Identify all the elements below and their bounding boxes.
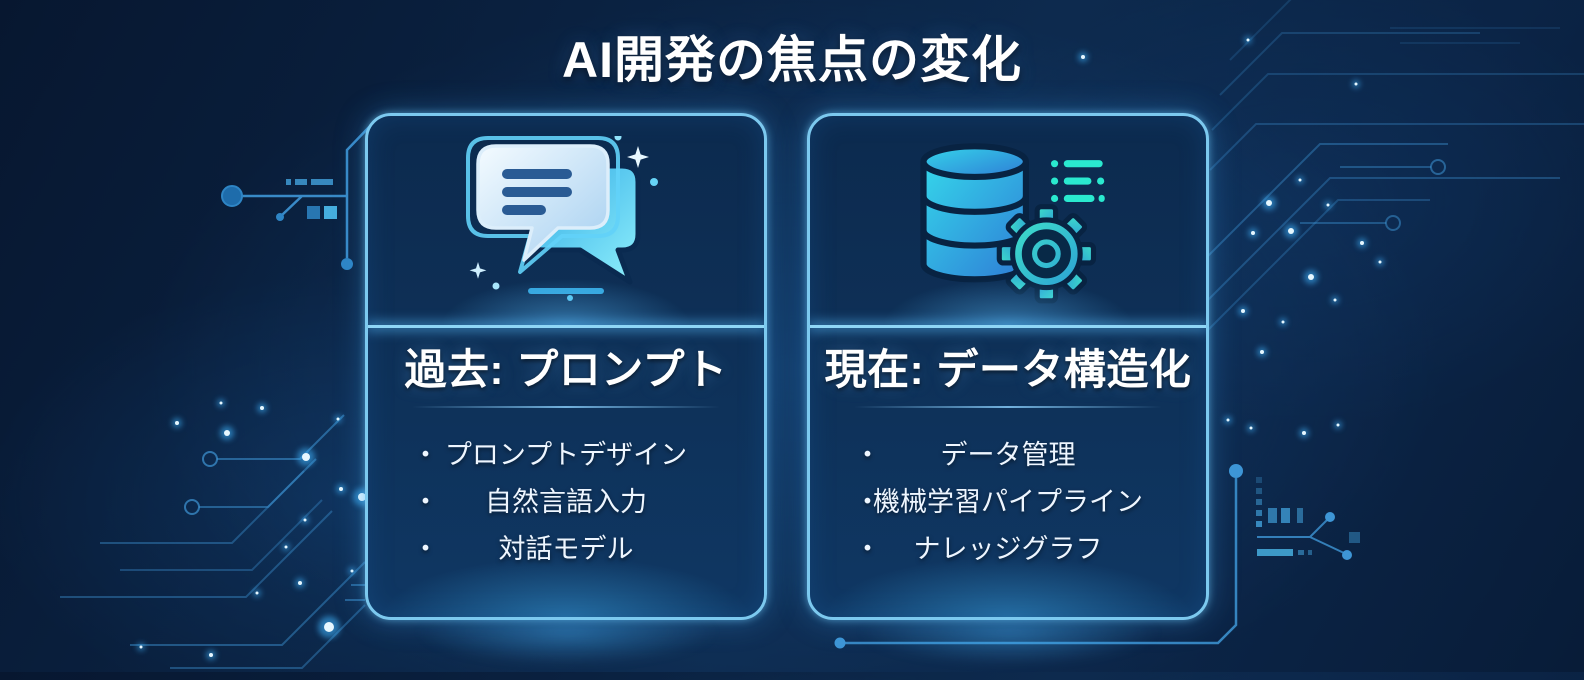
card-present: 現在: データ構造化 ・ データ管理 ・ 機械学習パイプライン ・ ナレッジグラ… <box>807 113 1209 620</box>
card-past-header-area: 過去: プロンプト <box>368 328 764 416</box>
circuit-bottom-left <box>60 414 366 669</box>
bullet-icon: ・ <box>412 440 439 470</box>
card-past-icon-area <box>368 116 764 325</box>
card-present-list: ・ データ管理 ・ 機械学習パイプライン ・ ナレッジグラフ <box>810 416 1206 617</box>
gear-icon <box>996 203 1096 303</box>
list-item: ・ ナレッジグラフ <box>810 526 1206 573</box>
list-lines-icon <box>1050 159 1105 202</box>
list-item-text: プロンプトデザイン <box>444 440 688 470</box>
header-underline <box>853 406 1163 408</box>
bullet-icon: ・ <box>854 440 881 470</box>
database-gear-icon <box>919 142 1105 303</box>
comparison-cards: 過去: プロンプト ・ プロンプトデザイン ・ 自然言語入力 ・ 対話モデル <box>365 113 1209 620</box>
card-past-title: 過去: プロンプト <box>404 346 728 393</box>
bullet-icon: ・ <box>854 534 881 564</box>
list-item-text: 対話モデル <box>498 534 634 564</box>
bullet-icon: ・ <box>412 487 439 517</box>
bullet-icon: ・ <box>854 487 881 517</box>
card-past: 過去: プロンプト ・ プロンプトデザイン ・ 自然言語入力 ・ 対話モデル <box>365 113 767 620</box>
chat-bubbles-icon <box>466 135 658 301</box>
circuit-left-middle <box>221 123 373 270</box>
card-past-list: ・ プロンプトデザイン ・ 自然言語入力 ・ 対話モデル <box>368 416 764 617</box>
list-item-text: 自然言語入力 <box>485 487 647 517</box>
list-item: ・ 機械学習パイプライン <box>810 479 1206 526</box>
card-present-header-area: 現在: データ構造化 <box>810 328 1206 416</box>
list-item: ・ プロンプトデザイン <box>368 432 764 479</box>
bullet-icon: ・ <box>412 534 439 564</box>
card-past-divider <box>368 325 764 328</box>
card-present-divider <box>810 325 1206 328</box>
page-title: AI開発の焦点の変化 <box>562 32 1022 88</box>
list-item-text: 機械学習パイプライン <box>873 487 1143 517</box>
card-present-title: 現在: データ構造化 <box>824 346 1192 393</box>
list-item: ・ データ管理 <box>810 432 1206 479</box>
header-underline <box>411 406 721 408</box>
list-item-text: データ管理 <box>940 440 1076 470</box>
list-item-text: ナレッジグラフ <box>913 534 1103 564</box>
card-present-icon-area <box>810 116 1206 325</box>
list-item: ・ 自然言語入力 <box>368 479 764 526</box>
list-item: ・ 対話モデル <box>368 526 764 573</box>
